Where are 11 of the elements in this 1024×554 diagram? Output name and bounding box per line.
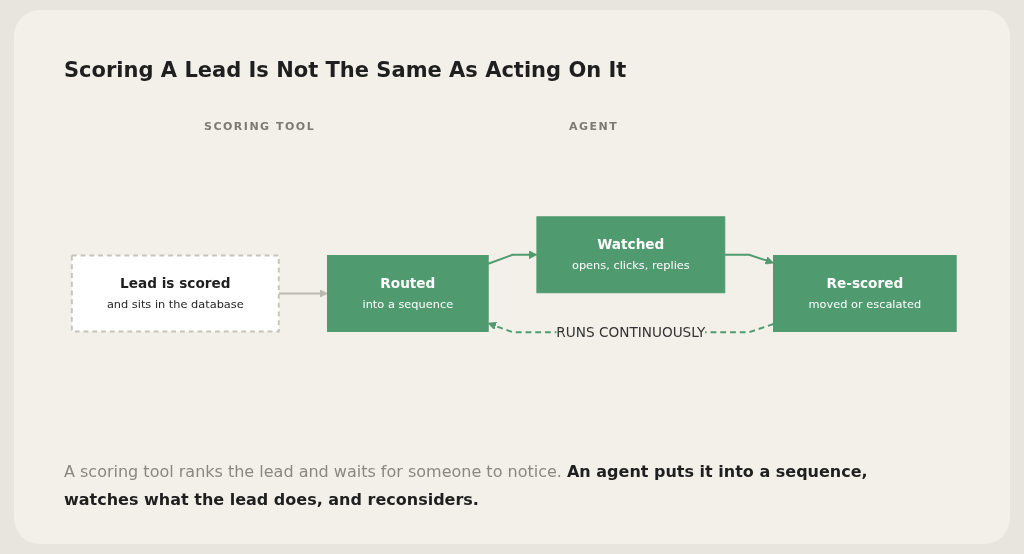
- arrow: [487, 250, 538, 266]
- node-box: [70, 254, 280, 333]
- node-box: [327, 255, 489, 333]
- flowchart-drawing: RUNS CONTINUOUSLY Lead is scored and sits in the database Routed into a sequence Watched opens, clicks, replies Re-scored moved or escalated: [64, 209, 964, 351]
- group-label: SCORING TOOL: [204, 120, 316, 133]
- arrow: [723, 254, 774, 265]
- caption: A scoring tool ranks the lead and waits for someone to notice. An agent puts it into a sequence, watches what the lead does, and reconsiders.: [64, 461, 869, 511]
- node-box: [773, 255, 957, 333]
- node-box: [536, 216, 726, 294]
- group-label: AGENT: [569, 120, 619, 133]
- diagram-title: Scoring A Lead Is Not The Same As Acting On It: [64, 58, 627, 82]
